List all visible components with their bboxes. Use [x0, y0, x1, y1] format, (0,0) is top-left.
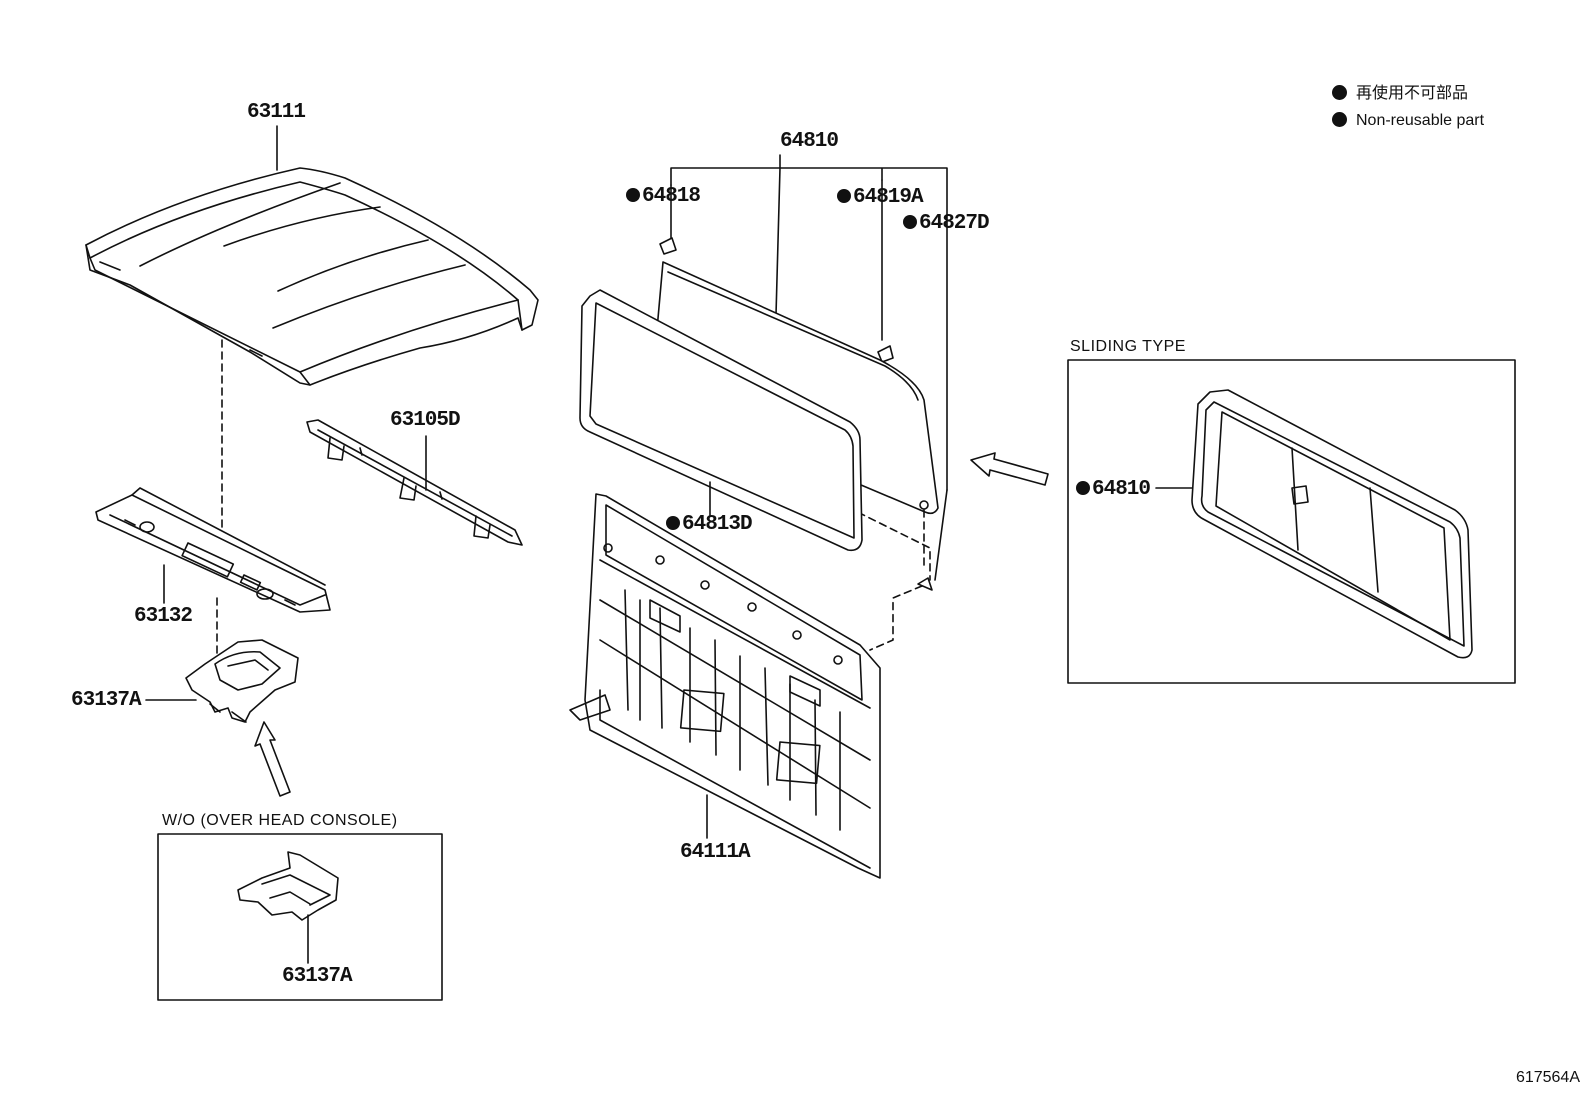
non-reusable-dot — [903, 215, 917, 229]
alignment-line — [869, 585, 923, 651]
non-reusable-dot — [666, 516, 680, 530]
roof-panel-drawing — [85, 167, 539, 386]
sliding-type-caption: SLIDING TYPE — [1070, 338, 1186, 355]
clip-a-part — [877, 345, 894, 363]
label-64818: 64818 — [626, 186, 701, 207]
direction-arrow-up — [254, 721, 291, 797]
direction-arrow-left — [970, 452, 1049, 486]
non-reusable-dot — [1076, 481, 1090, 495]
label-64111a: 64111A — [680, 841, 751, 864]
label-64827d: 64827D — [903, 213, 990, 234]
roof-bow-drawing — [306, 419, 523, 546]
non-reusable-dot — [1332, 112, 1347, 127]
label-63137a-alt: 63137A — [282, 965, 353, 988]
wo-console-caption: W/O (OVER HEAD CONSOLE) — [162, 812, 398, 829]
sliding-window-drawing — [1191, 389, 1473, 659]
sliding-type-box — [1067, 359, 1516, 684]
console-bracket-alt-drawing — [237, 851, 339, 921]
label-63105d: 63105D — [390, 409, 461, 432]
leader-64810 — [775, 167, 781, 316]
weatherstrip-drawing — [579, 289, 863, 552]
back-panel-drawing — [569, 493, 881, 879]
legend: 再使用不可部品 Non-reusable part — [1332, 80, 1484, 134]
glass-hole — [919, 500, 929, 510]
label-63137a: 63137A — [71, 689, 142, 712]
label-sliding-64810: 64810 — [1076, 479, 1151, 500]
label-64810: 64810 — [780, 130, 839, 153]
non-reusable-dot — [837, 189, 851, 203]
label-63132: 63132 — [134, 605, 193, 628]
label-64819a: 64819A — [837, 187, 924, 208]
legend-row-en: Non-reusable part — [1332, 107, 1484, 134]
stopper-part — [659, 237, 677, 255]
roof-header-drawing — [95, 487, 331, 613]
drawing-reference-number: 617564A — [1515, 1069, 1580, 1086]
label-64813d: 64813D — [666, 514, 753, 535]
legend-row-jp: 再使用不可部品 — [1332, 80, 1484, 107]
leader-64827d — [934, 489, 948, 581]
label-63111: 63111 — [247, 101, 306, 124]
console-bracket-drawing — [185, 639, 299, 723]
non-reusable-dot — [626, 188, 640, 202]
group-bracket-64810 — [670, 154, 948, 491]
wo-console-box — [157, 833, 443, 1001]
non-reusable-dot — [1332, 85, 1347, 100]
